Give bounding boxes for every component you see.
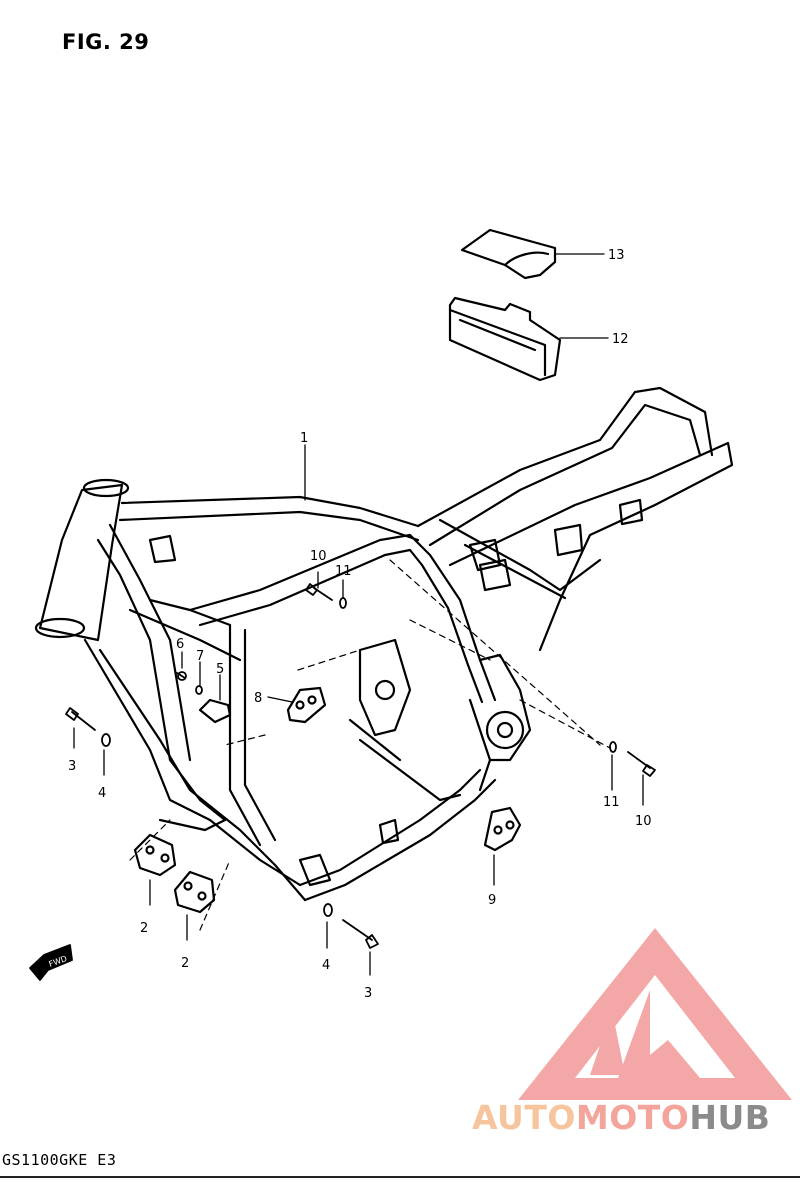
callout-1: 1: [300, 431, 308, 446]
main-frame: [34, 386, 734, 902]
fasteners: [65, 583, 656, 949]
callout-10b: 10: [635, 814, 652, 829]
fwd-arrow-icon: [29, 944, 73, 981]
callout-labels: 1 2 2 3 3 4 4 5 6 7 8 9 10 10 11 11 12 1…: [68, 248, 652, 1001]
watermark-part-moto: MOTO: [575, 1098, 690, 1137]
callout-5: 5: [216, 662, 224, 677]
watermark-wordmark: AUTOMOTOHUB: [472, 1098, 770, 1137]
model-code: GS1100GKE E3: [2, 1151, 117, 1169]
callout-7: 7: [196, 649, 204, 664]
watermark-part-auto: AUTO: [472, 1098, 576, 1137]
callout-8: 8: [254, 691, 262, 706]
watermark-logo: [518, 928, 792, 1100]
callout-3a: 3: [68, 759, 76, 774]
leader-lines: [73, 253, 644, 976]
callout-9: 9: [488, 893, 496, 908]
tool-tray: [448, 296, 562, 382]
figure-title: FIG. 29: [62, 30, 150, 54]
callout-4a: 4: [98, 786, 106, 801]
engine-mount-plates: [133, 686, 522, 914]
watermark-part-hub: HUB: [689, 1098, 771, 1137]
bottom-rule: [0, 1176, 800, 1178]
callout-12: 12: [612, 332, 629, 347]
alignment-lines: [129, 559, 611, 931]
callout-6: 6: [176, 637, 184, 652]
callout-3b: 3: [364, 986, 372, 1001]
callout-4b: 4: [322, 958, 330, 973]
callout-10a: 10: [310, 549, 327, 564]
tool-cover: [460, 228, 557, 280]
callout-11b: 11: [603, 795, 620, 810]
callout-11a: 11: [335, 564, 352, 579]
callout-2a: 2: [140, 921, 148, 936]
callout-13: 13: [608, 248, 625, 263]
callout-2b: 2: [181, 956, 189, 971]
